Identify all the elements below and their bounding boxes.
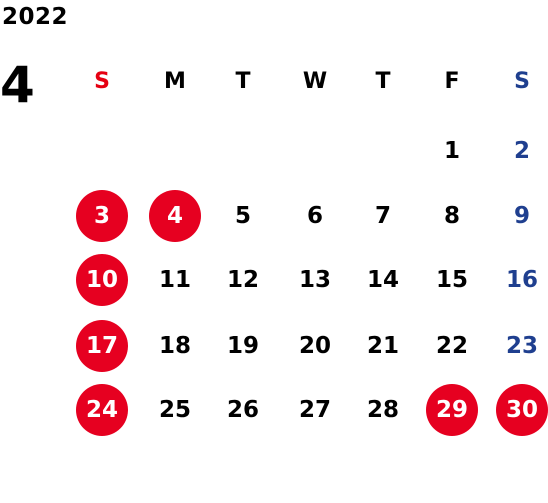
date-cell: 14 xyxy=(366,267,399,293)
weekday-header: S xyxy=(94,68,110,94)
year-label: 2022 xyxy=(2,4,69,30)
date-cell: 26 xyxy=(226,397,259,423)
weekday-header: F xyxy=(444,68,460,94)
holiday-date: 24 xyxy=(76,384,128,436)
date-cell: 16 xyxy=(505,267,538,293)
holiday-date: 30 xyxy=(496,384,548,436)
date-cell: 21 xyxy=(366,333,399,359)
date-cell: 7 xyxy=(374,203,391,229)
date-cell: 23 xyxy=(505,333,538,359)
date-cell: 9 xyxy=(513,203,530,229)
date-cell: 15 xyxy=(435,267,468,293)
date-cell: 8 xyxy=(443,203,460,229)
weekday-header: M xyxy=(164,68,186,94)
date-cell: 1 xyxy=(443,138,460,164)
date-cell: 25 xyxy=(158,397,191,423)
date-cell: 11 xyxy=(158,267,191,293)
weekday-header: W xyxy=(302,68,328,94)
holiday-date: 17 xyxy=(76,320,128,372)
date-cell: 2 xyxy=(513,138,530,164)
date-cell: 19 xyxy=(226,333,259,359)
holiday-date: 29 xyxy=(426,384,478,436)
date-cell: 20 xyxy=(298,333,331,359)
holiday-date: 3 xyxy=(76,190,128,242)
weekday-header: S xyxy=(514,68,530,94)
date-cell: 27 xyxy=(298,397,331,423)
date-cell: 12 xyxy=(226,267,259,293)
holiday-date: 4 xyxy=(149,190,201,242)
month-label: 4 xyxy=(0,56,35,114)
weekday-header: T xyxy=(375,68,391,94)
date-cell: 22 xyxy=(435,333,468,359)
date-cell: 28 xyxy=(366,397,399,423)
holiday-date: 10 xyxy=(76,254,128,306)
date-cell: 13 xyxy=(298,267,331,293)
date-cell: 5 xyxy=(234,203,251,229)
date-cell: 6 xyxy=(306,203,323,229)
date-cell: 18 xyxy=(158,333,191,359)
weekday-header: T xyxy=(235,68,251,94)
